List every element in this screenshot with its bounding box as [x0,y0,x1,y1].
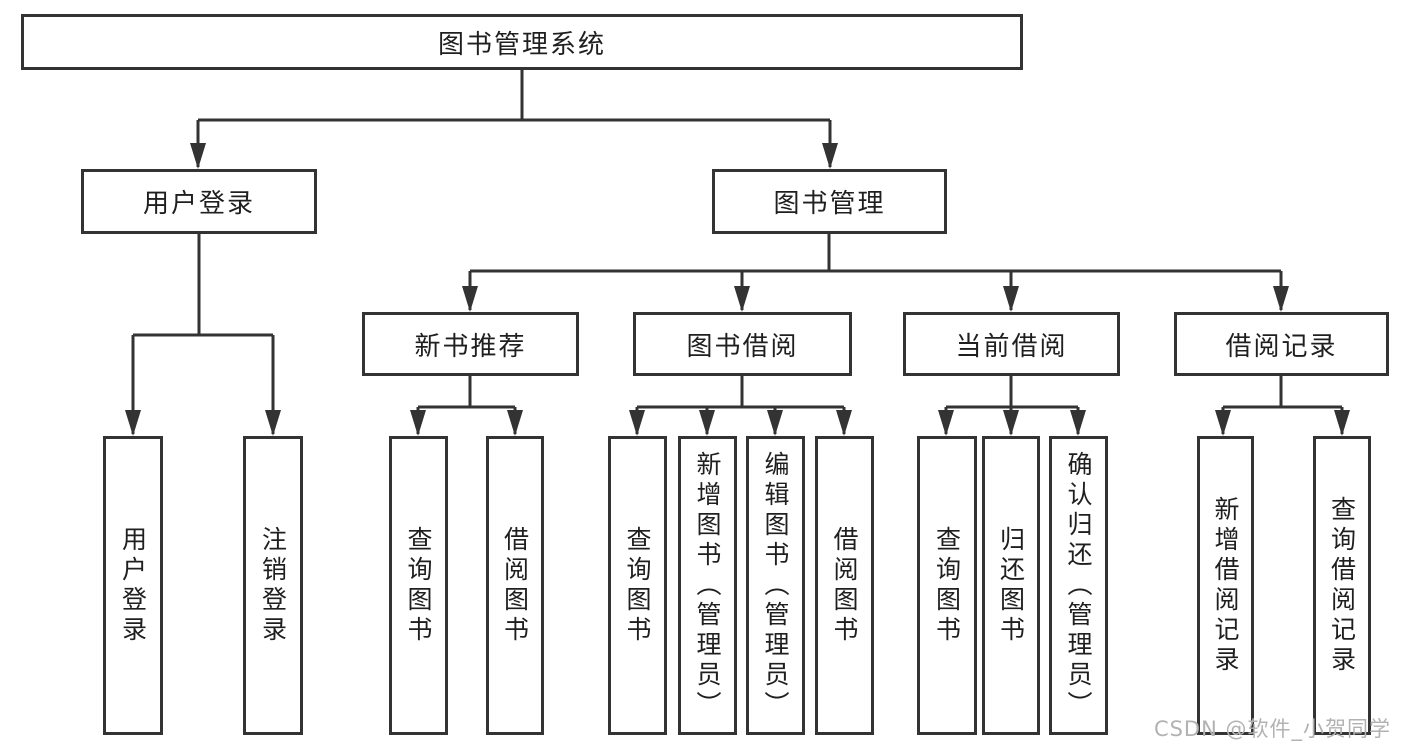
leaf-current-query-books: 查询图书 [917,436,977,735]
leaf-recommend-query-books: 查询图书 [389,436,448,735]
node-current-borrowing-label: 当前借阅 [955,331,1068,362]
leaf-borrowing-query-books: 查询图书 [608,436,667,735]
leaf-user-login: 用户登录 [103,436,163,735]
node-current-borrowing: 当前借阅 [903,312,1120,376]
node-borrowing-records-label: 借阅记录 [1225,331,1338,362]
leaf-current-return-books: 归还图书 [982,436,1040,735]
node-root: 图书管理系统 [21,14,1023,70]
node-book-borrowing-label: 图书借阅 [686,331,799,362]
csdn-watermark: CSDN @软件_小贺同学 [1153,717,1391,741]
node-book-management-label: 图书管理 [773,189,886,219]
leaf-current-confirm-return-admin: 确认归还（管理员） [1049,436,1108,735]
node-new-book-recommend-label: 新书推荐 [414,331,527,362]
leaf-records-query-record: 查询借阅记录 [1313,436,1371,735]
node-user-login: 用户登录 [81,169,317,234]
leaf-borrowing-borrow-books: 借阅图书 [815,436,874,735]
node-user-login-label: 用户登录 [142,189,255,219]
leaf-records-add-record: 新增借阅记录 [1197,436,1254,735]
node-book-borrowing: 图书借阅 [633,312,852,376]
node-root-label: 图书管理系统 [437,29,606,60]
node-book-management: 图书管理 [712,169,947,234]
leaf-recommend-borrow-books: 借阅图书 [486,436,544,735]
leaf-logout: 注销登录 [243,436,303,735]
leaf-borrowing-edit-books-admin: 编辑图书（管理员） [746,436,805,735]
node-new-book-recommend: 新书推荐 [362,312,579,376]
node-borrowing-records: 借阅记录 [1174,312,1389,376]
leaf-borrowing-add-books-admin: 新增图书（管理员） [678,436,737,735]
